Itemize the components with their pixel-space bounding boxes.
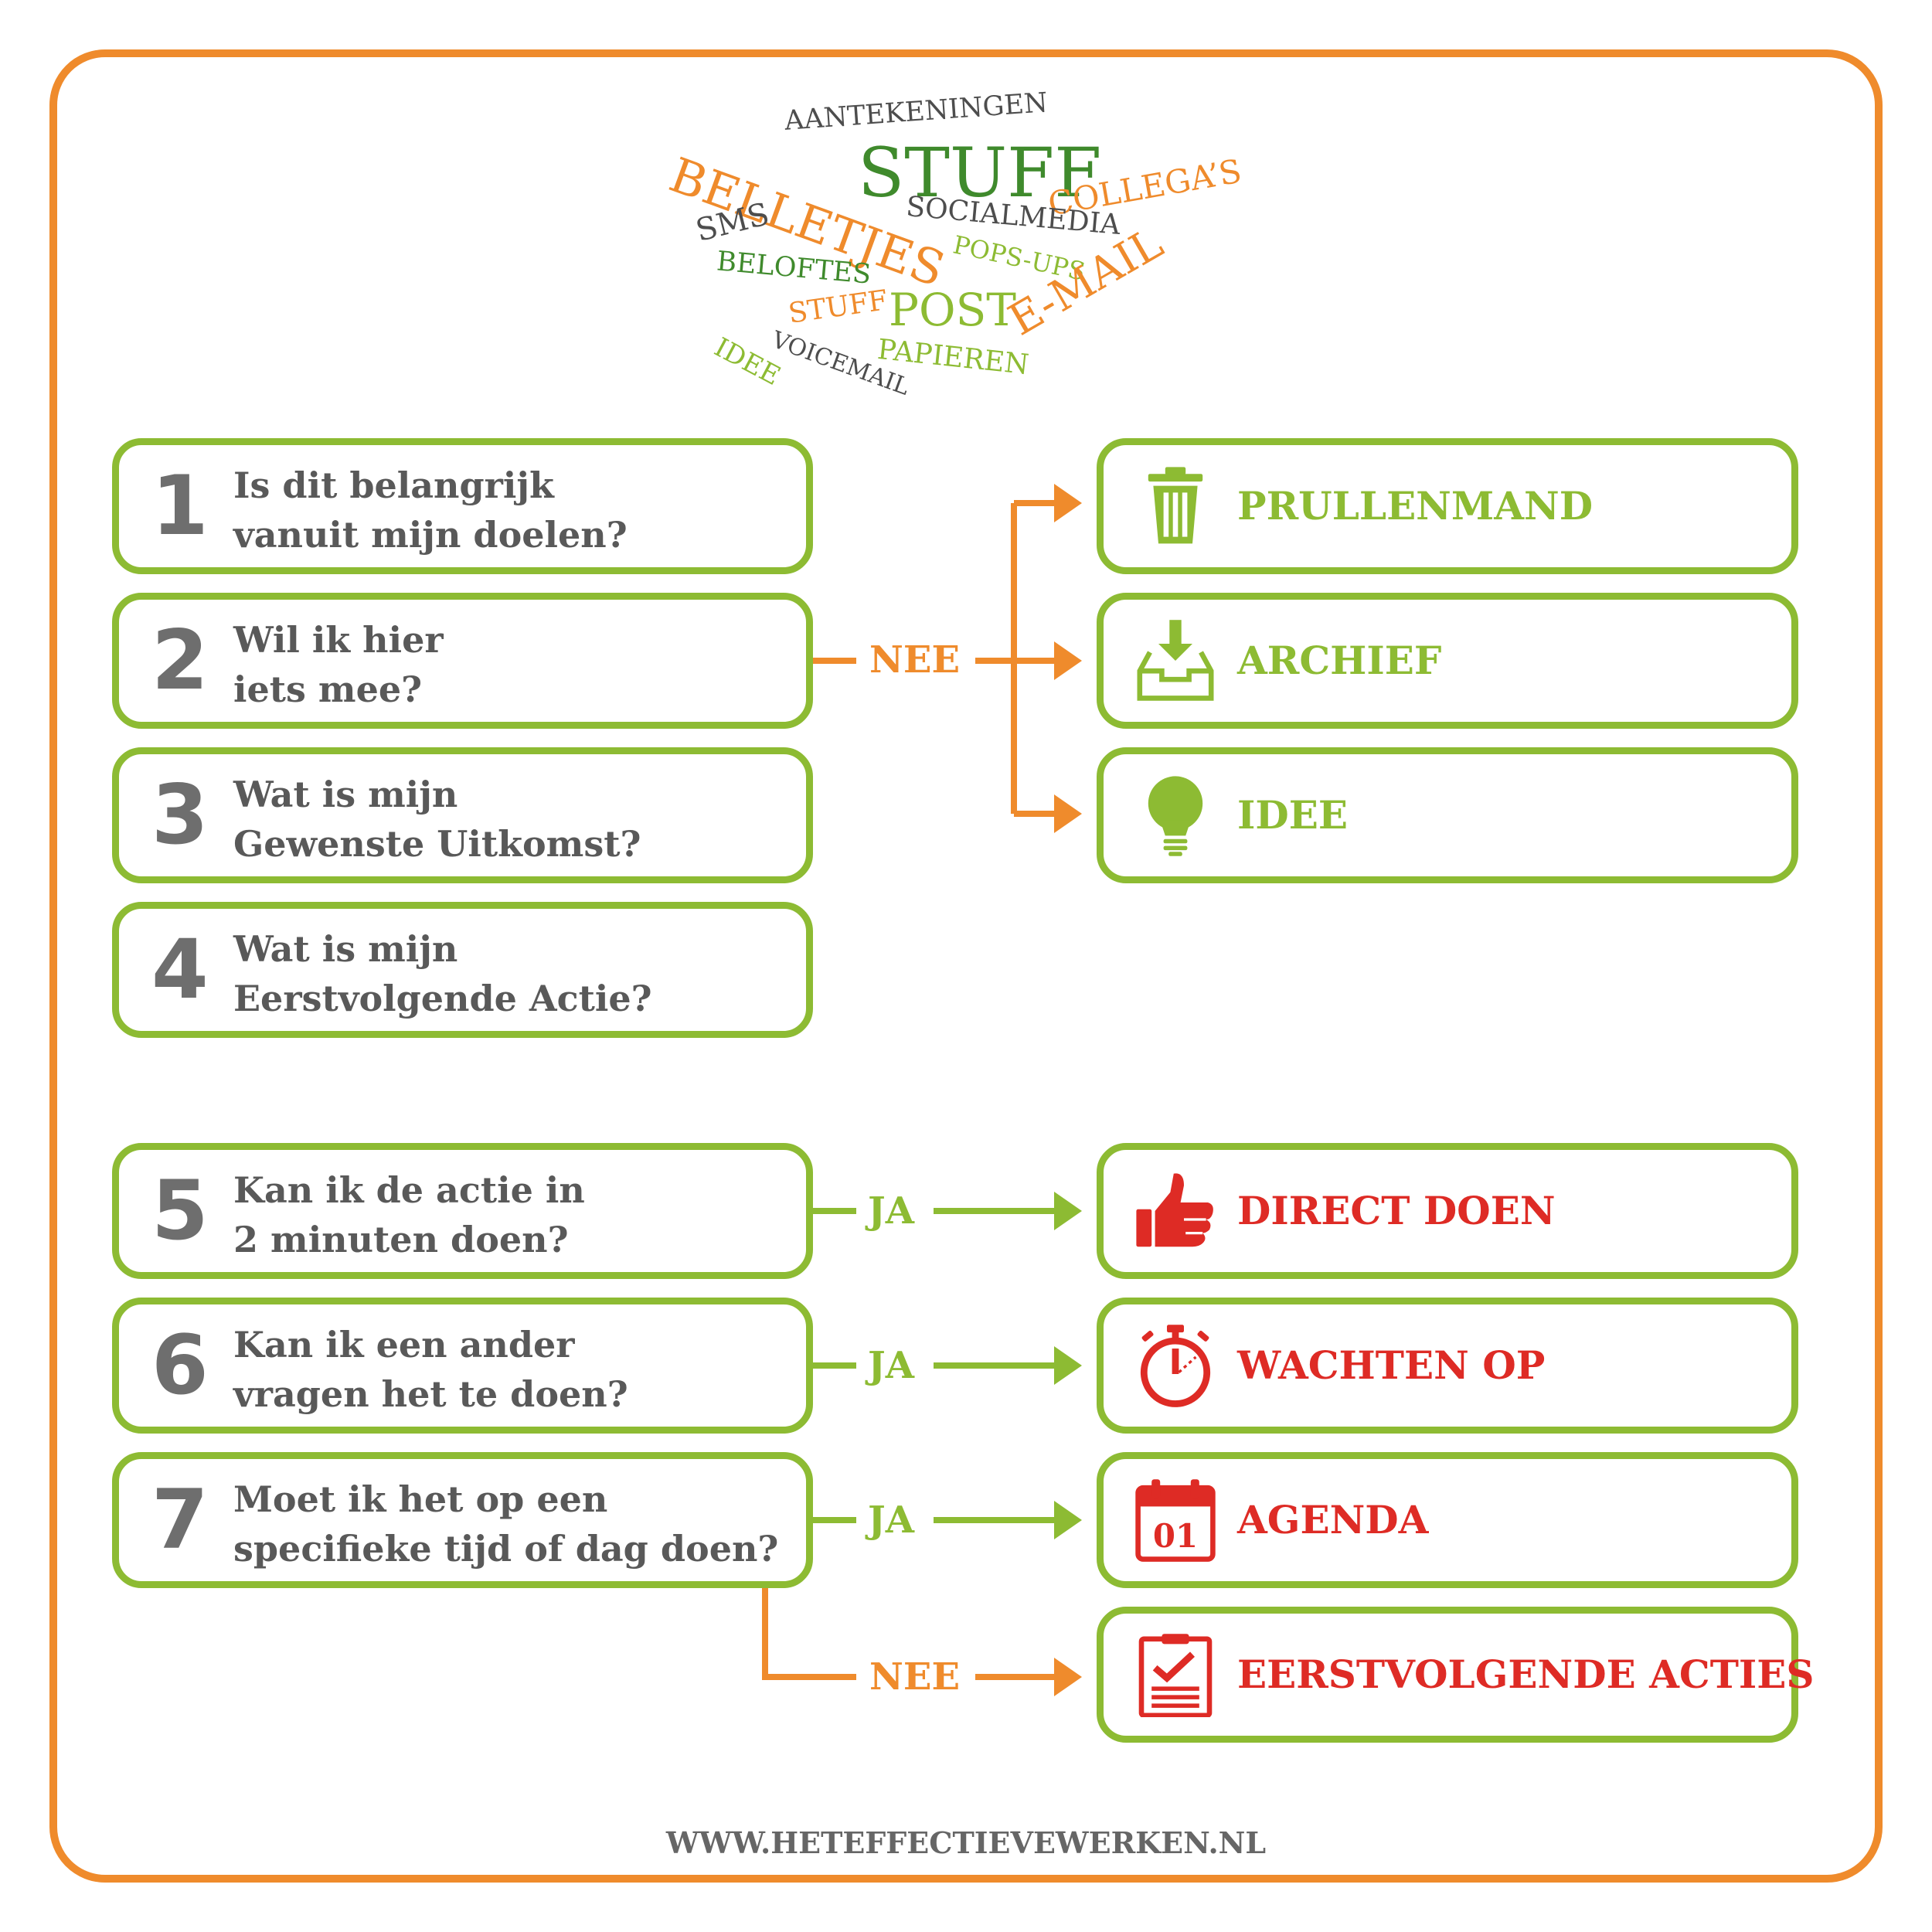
- result-label: WACHTEN OP: [1237, 1342, 1546, 1388]
- question-text: Moet ik het op een specifieke tijd of da…: [233, 1475, 778, 1573]
- result-label: ARCHIEF: [1237, 638, 1442, 683]
- trash-icon: [1148, 467, 1203, 544]
- question-line-1: Wat is mijn: [233, 928, 458, 970]
- question-text: Kan ik een ander vragen het te doen?: [233, 1320, 628, 1419]
- word-stuff-main: STUFF: [858, 133, 1102, 213]
- result-label: AGENDA: [1237, 1497, 1429, 1543]
- connector-label-nee: NEE: [869, 638, 961, 682]
- arrow-archief: [1054, 641, 1082, 680]
- word-post: POST: [889, 284, 1016, 336]
- question-text: Wat is mijn Eerstvolgende Actie?: [233, 924, 652, 1023]
- question-text: Is dit belangrijk vanuit mijn doelen?: [233, 461, 628, 560]
- question-text: Wat is mijn Gewenste Uitkomst?: [233, 770, 641, 869]
- arrow-eerstvolgende-acties: [1054, 1658, 1082, 1696]
- checklist-icon: [1138, 1634, 1213, 1717]
- question-number: 2: [151, 613, 209, 708]
- question-box-3: 3 Wat is mijn Gewenste Uitkomst?: [112, 747, 813, 883]
- connector-label-ja: JA: [868, 1344, 914, 1387]
- question-line-2: Eerstvolgende Actie?: [233, 978, 652, 1019]
- question-number: 7: [151, 1472, 209, 1567]
- question-line-2: Gewenste Uitkomst?: [233, 823, 641, 865]
- outer-frame: [49, 49, 1883, 1883]
- result-box-idee: IDEE: [1097, 747, 1798, 883]
- result-box-direct-doen: DIRECT DOEN: [1097, 1143, 1798, 1279]
- arrow-direct-doen: [1054, 1192, 1082, 1230]
- question-line-2: vragen het te doen?: [233, 1373, 628, 1415]
- result-box-eerstvolgende-acties: EERSTVOLGENDE ACTIES: [1097, 1607, 1815, 1743]
- question-line-2: specifieke tijd of dag doen?: [233, 1528, 779, 1570]
- calendar-icon: 01: [1135, 1479, 1216, 1562]
- question-box-7: 7 Moet ik het op een specifieke tijd of …: [112, 1452, 813, 1588]
- question-box-4: 4 Wat is mijn Eerstvolgende Actie?: [112, 902, 813, 1038]
- thumbs-up-icon: [1136, 1173, 1213, 1247]
- question-line-1: Is dit belangrijk: [233, 464, 554, 506]
- result-box-agenda: 01 AGENDA: [1097, 1452, 1798, 1588]
- result-label: EERSTVOLGENDE ACTIES: [1237, 1651, 1815, 1697]
- question-line-1: Kan ik de actie in: [233, 1169, 585, 1211]
- question-number: 4: [151, 922, 209, 1017]
- question-line-2: iets mee?: [233, 668, 423, 710]
- question-line-1: Wat is mijn: [233, 774, 458, 815]
- question-box-6: 6 Kan ik een ander vragen het te doen?: [112, 1298, 813, 1434]
- question-number: 5: [151, 1163, 209, 1258]
- question-text: Wil ik hier iets mee?: [233, 615, 444, 714]
- arrow-agenda: [1054, 1501, 1082, 1539]
- question-line-1: Moet ik het op een: [233, 1478, 608, 1520]
- connector-label-ja: JA: [868, 1498, 914, 1542]
- footer-url[interactable]: WWW.HETEFFECTIEVEWERKEN.NL: [665, 1825, 1267, 1860]
- result-box-wachten-op: WACHTEN OP: [1097, 1298, 1798, 1434]
- arrow-wachten-op: [1054, 1346, 1082, 1385]
- question-number: 3: [151, 767, 209, 862]
- lightbulb-icon: [1148, 776, 1203, 856]
- result-label: IDEE: [1237, 792, 1348, 838]
- connector-label-nee: NEE: [869, 1655, 961, 1699]
- question-line-1: Wil ik hier: [233, 619, 444, 661]
- question-box-2: 2 Wil ik hier iets mee?: [112, 593, 813, 729]
- question-line-2: vanuit mijn doelen?: [233, 514, 628, 556]
- arrow-idee: [1054, 794, 1082, 833]
- result-box-archief: ARCHIEF: [1097, 593, 1798, 729]
- question-line-2: 2 minuten doen?: [233, 1219, 569, 1260]
- question-number: 1: [151, 458, 209, 553]
- question-box-1: 1 Is dit belangrijk vanuit mijn doelen?: [112, 438, 813, 574]
- stopwatch-icon: [1140, 1325, 1211, 1407]
- archive-tray-icon: [1137, 620, 1214, 701]
- question-text: Kan ik de actie in 2 minuten doen?: [233, 1165, 585, 1264]
- result-label: DIRECT DOEN: [1237, 1188, 1556, 1233]
- result-label: PRULLENMAND: [1237, 483, 1594, 529]
- connector-label-ja: JA: [868, 1189, 914, 1233]
- result-box-prullenmand: PRULLENMAND: [1097, 438, 1798, 574]
- question-line-1: Kan ik een ander: [233, 1324, 575, 1366]
- question-number: 6: [151, 1318, 209, 1413]
- arrow-prullenmand: [1054, 484, 1082, 522]
- calendar-day: 01: [1153, 1517, 1198, 1555]
- question-box-5: 5 Kan ik de actie in 2 minuten doen?: [112, 1143, 813, 1279]
